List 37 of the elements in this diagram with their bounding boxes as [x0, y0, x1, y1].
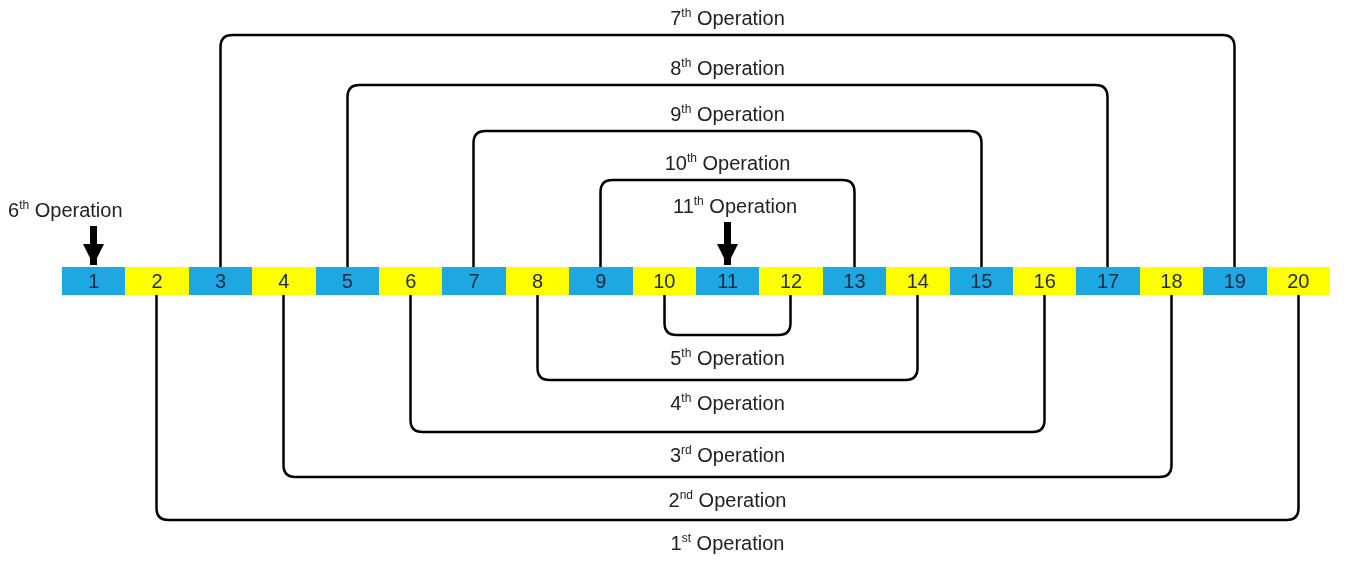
edge-label: 7$^{th}$ Operation	[668, 6, 787, 30]
numbered-cell: 7	[442, 267, 506, 295]
numbered-cell: 20	[1266, 267, 1330, 295]
connector-line	[282, 295, 1173, 479]
edge-label: 5$^{th}$ Operation	[668, 346, 787, 370]
numbered-cell: 15	[949, 267, 1013, 295]
connector-line	[663, 295, 792, 337]
operation-label: 11$^{th}$ Operation	[673, 194, 798, 218]
numbered-cell: 19	[1203, 267, 1267, 295]
numbered-cell: 14	[886, 267, 950, 295]
numbered-cell: 17	[1076, 267, 1140, 295]
numbered-cell: 2	[125, 267, 189, 295]
connector-line	[472, 129, 983, 267]
numbered-cell: 16	[1013, 267, 1077, 295]
operation-label: 6$^{th}$ Operation	[8, 198, 123, 222]
edge-label: 9$^{th}$ Operation	[668, 102, 787, 126]
connector-line	[155, 295, 1300, 522]
numbered-cell: 10	[632, 267, 696, 295]
numbered-cell: 8	[505, 267, 570, 295]
connector-line	[346, 83, 1109, 267]
connector-line	[599, 178, 856, 267]
edge-label: 2$^{nd}$ Operation	[666, 488, 789, 512]
edge-label: 8$^{th}$ Operation	[668, 56, 787, 80]
numbered-cell: 18	[1139, 267, 1204, 295]
numbered-cell: 5	[315, 267, 379, 295]
numbered-cell: 9	[569, 267, 633, 295]
numbered-cell: 1	[62, 267, 126, 295]
numbered-cell: 13	[822, 267, 887, 295]
connector-line	[536, 295, 919, 382]
numbered-cell: 3	[188, 267, 253, 295]
numbered-cell: 6	[379, 267, 443, 295]
connector-line	[409, 295, 1046, 434]
connector-line	[219, 33, 1236, 267]
edge-label: 4$^{th}$ Operation	[668, 391, 787, 415]
numbered-cell: 4	[252, 267, 316, 295]
numbered-cell: 12	[759, 267, 823, 295]
numbered-cell: 11	[696, 267, 760, 295]
